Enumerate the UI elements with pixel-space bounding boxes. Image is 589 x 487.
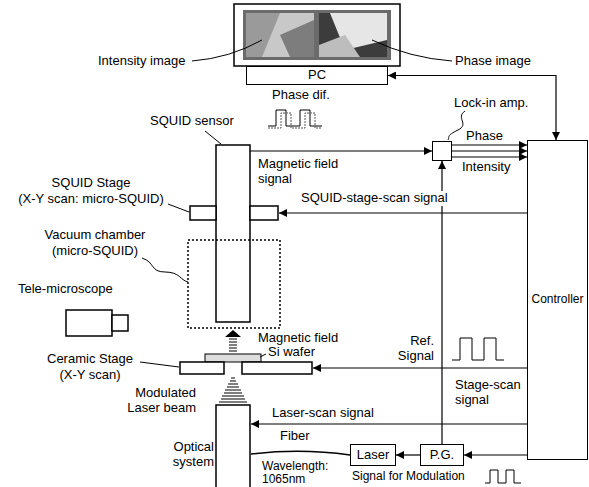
leader-line bbox=[142, 258, 188, 282]
signal-connector bbox=[452, 144, 527, 145]
monitor-frame bbox=[234, 4, 400, 66]
callout-label: SQUID-stage-scan signal bbox=[300, 191, 449, 206]
callout-label: Ceramic Stage bbox=[10, 352, 170, 367]
ceramic-stage bbox=[242, 362, 312, 374]
callout-label: Phase image bbox=[455, 54, 531, 69]
callout-label: Optical system bbox=[158, 440, 214, 470]
leader-line bbox=[192, 40, 262, 61]
component-label: Lock-in amp. bbox=[454, 96, 528, 110]
callout-label: (X-Y scan: micro-SQUID) bbox=[8, 192, 174, 207]
signal-wire bbox=[313, 367, 527, 368]
callout-label: Si wafer bbox=[268, 345, 315, 360]
leader-line bbox=[448, 111, 465, 140]
leader-line bbox=[168, 204, 189, 212]
squid-stage bbox=[190, 206, 216, 220]
callout-label: (micro-SQUID) bbox=[20, 244, 170, 259]
connector-label: Intensity bbox=[462, 160, 510, 174]
waveform bbox=[485, 470, 521, 483]
intensity-picture bbox=[246, 13, 314, 57]
field-arrow-head bbox=[225, 330, 241, 337]
callout-label: Fiber bbox=[280, 429, 310, 444]
box-text: PC bbox=[308, 68, 326, 82]
lock-in-amp-box: Lock-in amp. bbox=[432, 141, 452, 161]
leader-line bbox=[205, 131, 221, 144]
field-arrow bbox=[229, 339, 237, 351]
signal-connector bbox=[464, 454, 527, 455]
box-text: Laser bbox=[357, 448, 390, 462]
intensity-picture-shade bbox=[280, 20, 314, 57]
callout-label: Laser-scan signal bbox=[272, 406, 374, 421]
callout-label: SQUID Stage bbox=[8, 176, 174, 191]
signal-wire bbox=[279, 212, 527, 213]
pulse-generator-box: P.G. bbox=[420, 444, 464, 466]
leader-line bbox=[372, 40, 452, 61]
ceramic-stage bbox=[180, 362, 224, 374]
signal-connector bbox=[452, 156, 527, 157]
callout-label: SQUID sensor bbox=[150, 114, 234, 129]
callout-label: Phase dif. bbox=[272, 88, 330, 103]
waveform bbox=[268, 110, 322, 126]
callout-label: Intensity image bbox=[98, 54, 185, 69]
callout-label: Magnetic field signal bbox=[258, 157, 354, 187]
callout-label: Magnetic field bbox=[258, 331, 338, 346]
phase-picture-shade bbox=[319, 35, 360, 57]
callout-label: Vacuum chamber bbox=[20, 228, 170, 243]
laser-box: Laser bbox=[350, 444, 396, 466]
callout-label: Ref. Signal bbox=[388, 334, 434, 364]
leader-line bbox=[140, 362, 179, 367]
pc-box: PC bbox=[246, 66, 388, 85]
connector-label: Phase bbox=[466, 129, 503, 143]
signal-connector bbox=[452, 150, 527, 151]
signal-connector bbox=[396, 454, 420, 455]
waveform bbox=[268, 113, 322, 128]
si-wafer bbox=[205, 354, 261, 362]
signal-wire bbox=[251, 423, 527, 424]
callout-label: Stage-scan signal bbox=[455, 378, 527, 408]
optical-fiber bbox=[251, 451, 350, 455]
squid-stage bbox=[250, 206, 278, 220]
squid-sensor bbox=[216, 145, 250, 322]
callout-label: Wavelength: 1065nm bbox=[262, 460, 344, 485]
optical-system bbox=[216, 405, 250, 487]
tele-microscope-lens bbox=[112, 315, 128, 331]
monitor-screen bbox=[243, 10, 391, 60]
callout-label: (X-Y scan) bbox=[10, 368, 170, 383]
signal-wire bbox=[250, 150, 432, 151]
controller-box: Controller bbox=[527, 140, 588, 460]
waveform bbox=[452, 338, 504, 360]
leader-line bbox=[260, 354, 266, 357]
vacuum-chamber bbox=[188, 240, 280, 328]
box-text: P.G. bbox=[430, 448, 454, 462]
tele-microscope-body bbox=[66, 310, 112, 336]
callout-label: Tele-microscope bbox=[18, 282, 113, 297]
phase-picture bbox=[319, 13, 387, 57]
callout-label: Modulated Laser beam bbox=[118, 386, 196, 416]
intensity-picture-shade bbox=[246, 13, 280, 57]
laser-beam bbox=[219, 378, 247, 402]
callout-label: Signal for Modulation bbox=[352, 470, 465, 484]
box-text: Controller bbox=[531, 293, 583, 306]
